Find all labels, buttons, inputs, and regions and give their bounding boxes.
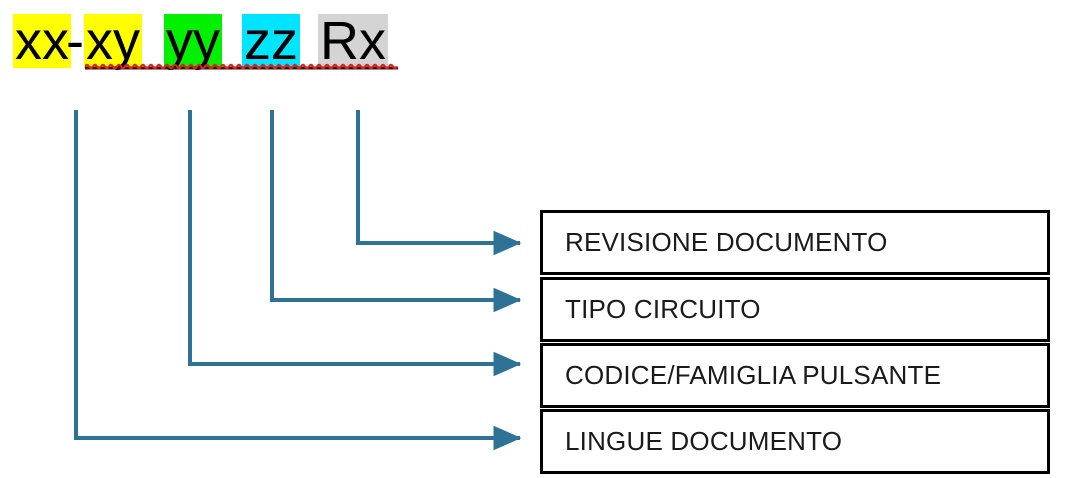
label-box-revisione-documento: REVISIONE DOCUMENTO: [540, 210, 1050, 275]
connector-zz: [270, 110, 522, 313]
code-token-dash: -: [66, 11, 84, 71]
label-text: CODICE/FAMIGLIA PULSANTE: [565, 360, 942, 390]
code-token-xx: xx: [13, 11, 71, 71]
code-token-zz: zz: [242, 11, 300, 71]
label-box-lingue-documento: LINGUE DOCUMENTO: [540, 409, 1050, 474]
code-string: xx - xy yy zz Rx: [0, 0, 430, 92]
spellcheck-underline-icon: [85, 63, 398, 70]
code-token-xy: xy: [84, 11, 142, 71]
code-token-rx: Rx: [318, 11, 388, 71]
code-token-yy: yy: [164, 11, 222, 71]
connector-rx: [356, 110, 522, 256]
label-text: LINGUE DOCUMENTO: [565, 426, 843, 456]
label-text: REVISIONE DOCUMENTO: [565, 227, 888, 257]
label-box-codice-famiglia-pulsante: CODICE/FAMIGLIA PULSANTE: [540, 343, 1050, 408]
connector-xx: [74, 110, 522, 451]
label-text: TIPO CIRCUITO: [565, 294, 761, 324]
connector-yy: [188, 110, 522, 377]
label-box-tipo-circuito: TIPO CIRCUITO: [540, 277, 1050, 342]
